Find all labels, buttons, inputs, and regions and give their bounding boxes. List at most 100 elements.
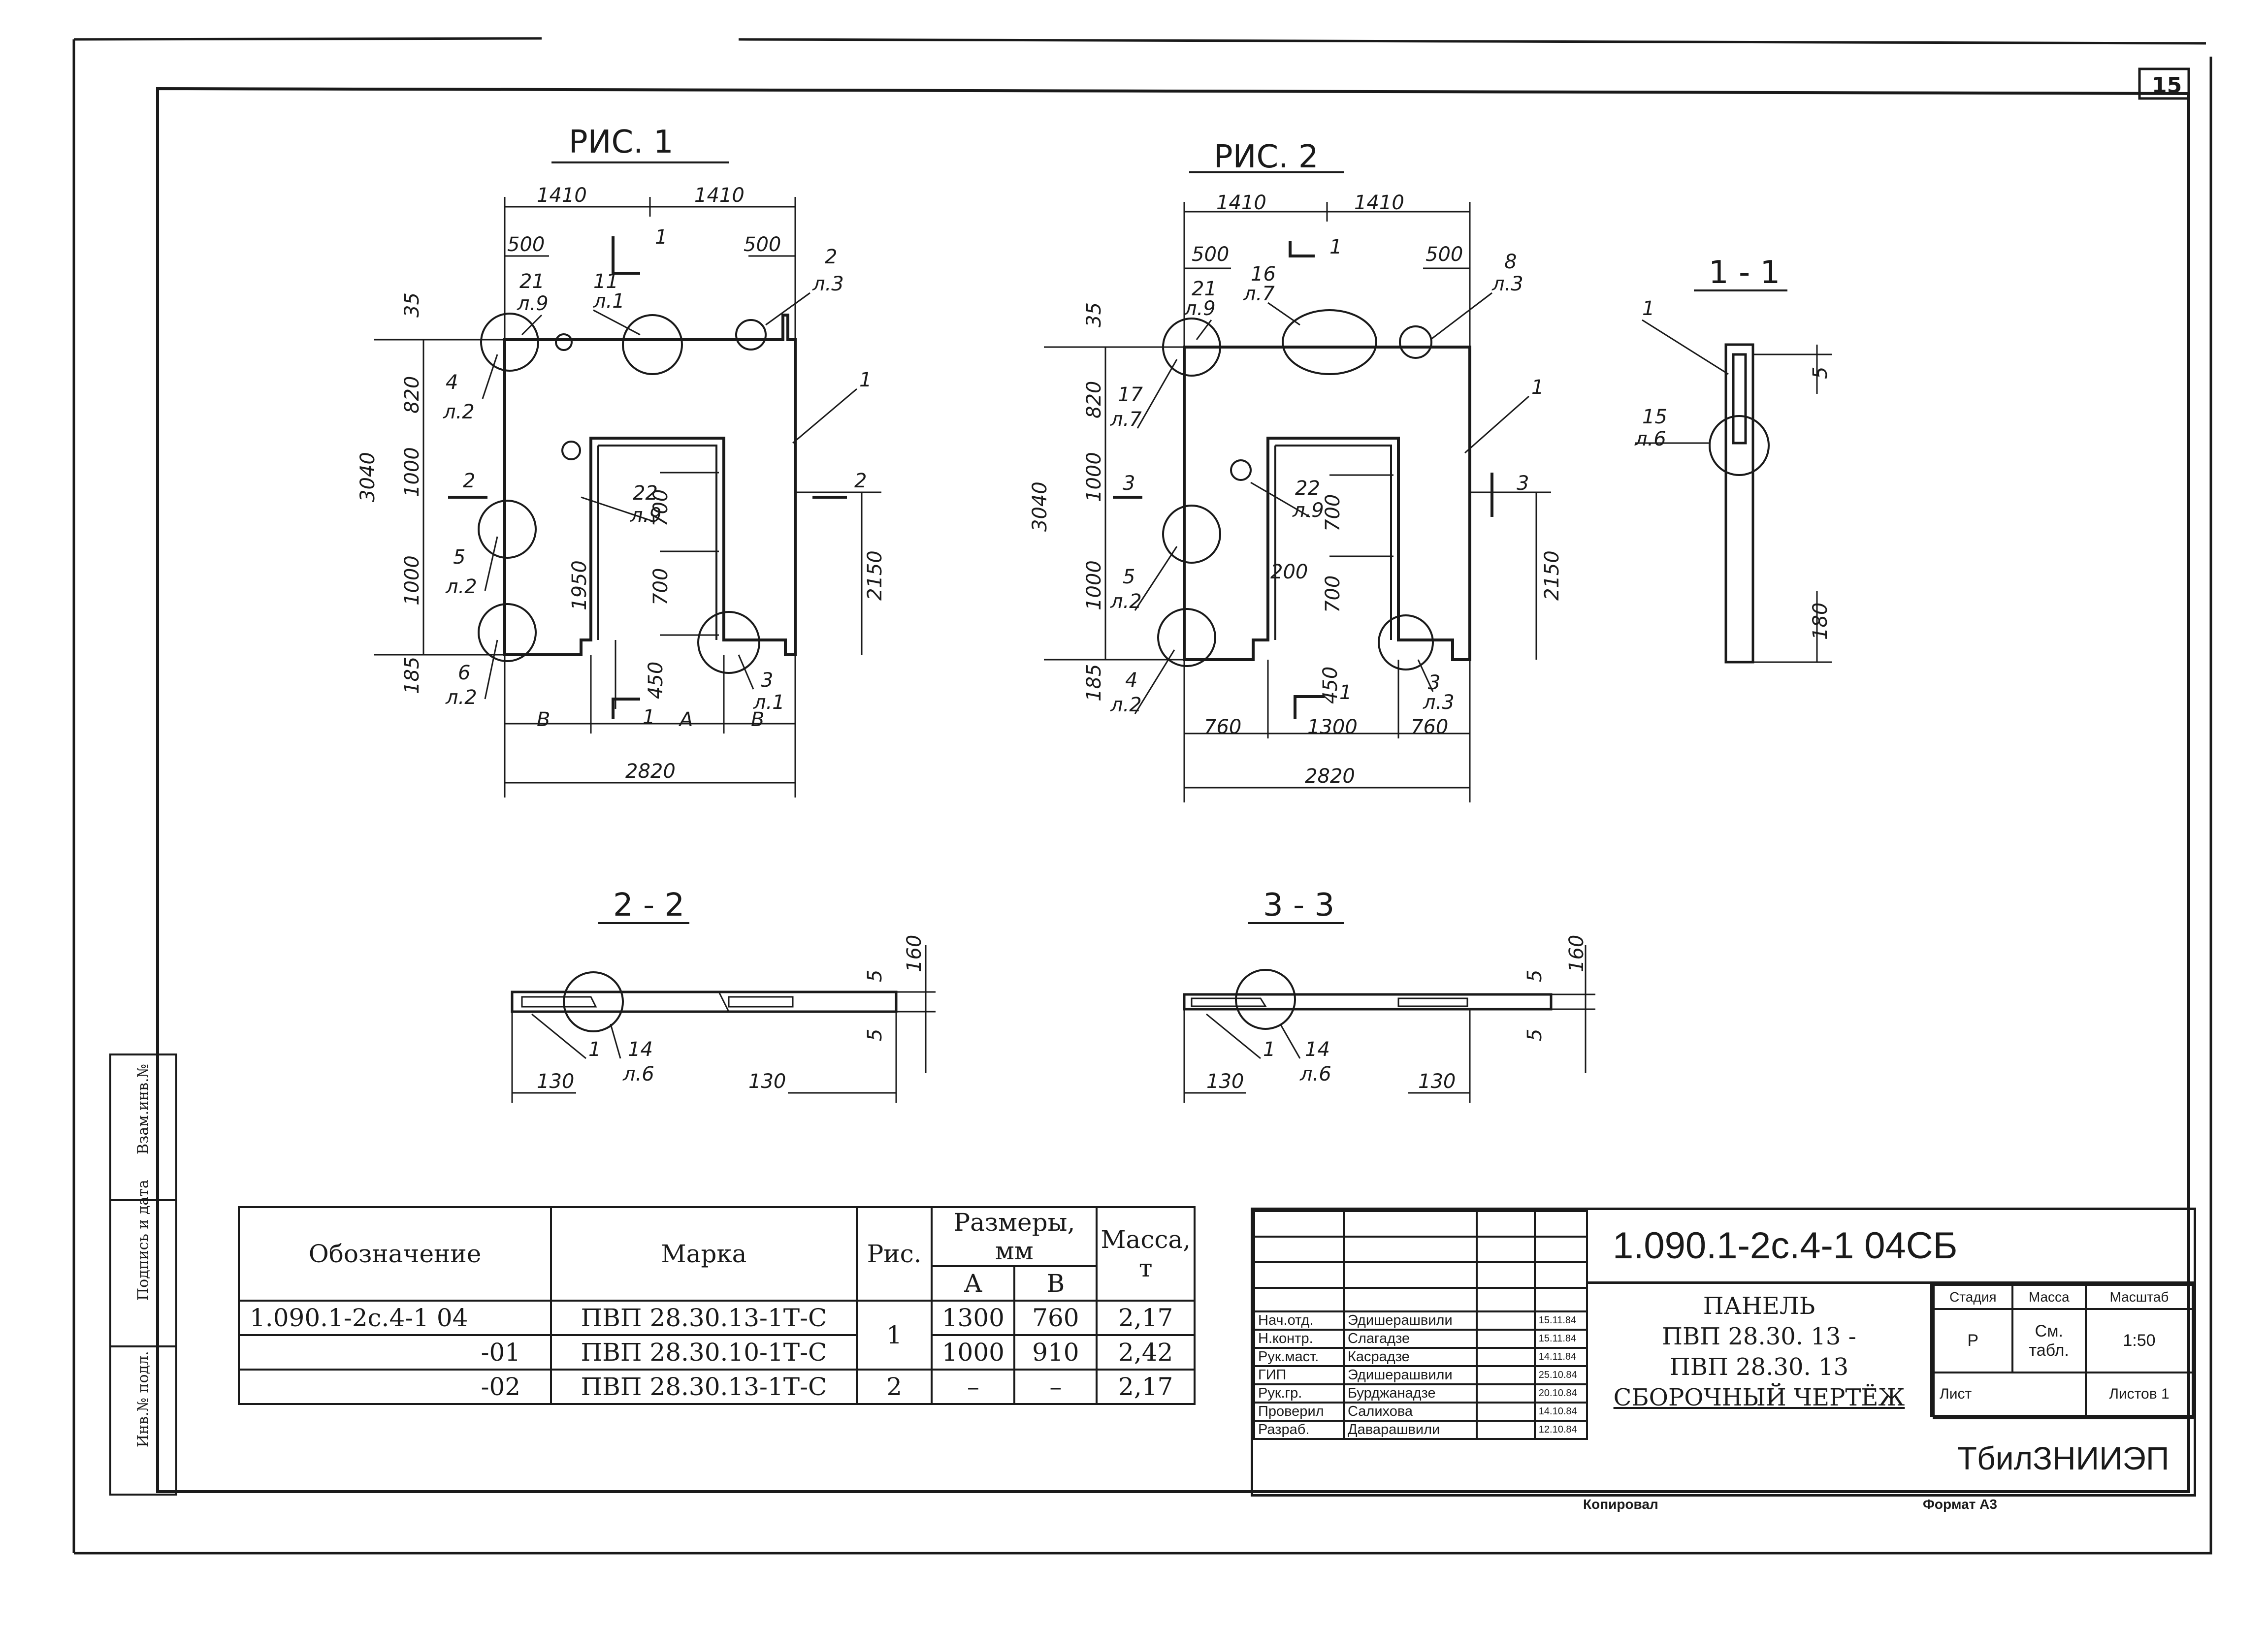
fig2-dim-500-left: 500 [1192, 243, 1229, 266]
fig2-callout-5: 5 [1123, 566, 1135, 588]
organization-name: ТбилЗНИИЭП [1933, 1417, 2194, 1497]
fig2-dim-700-a: 700 [1322, 494, 1344, 532]
fig2-callout-21-sheet: л.9 [1184, 297, 1216, 320]
side-stamp: Взам.инв.№ Подпись и дата Инв.№ подл. [109, 1053, 177, 1496]
signature-date: 15.11.84 [1533, 1310, 1588, 1331]
spec-cell-a: 1300 [931, 1300, 1016, 1336]
fig2-dim-1000-b: 1000 [1083, 560, 1105, 610]
figure-1: РИС. 1 1410 1410 500 500 3040 820 1000 1… [356, 124, 886, 798]
fig2-callout-5-sheet: л.2 [1110, 590, 1142, 613]
table-row: 1.090.1-2с.4-1 04 ПВП 28.30.13-1Т-С 1 13… [237, 1300, 1196, 1371]
fig1-dim-1000-a: 1000 [401, 447, 423, 497]
fig1-letter-a: А [678, 708, 693, 731]
spec-cell-designation: -01 [237, 1334, 552, 1371]
sec22-callout-1: 1 [588, 1038, 601, 1061]
fig1-callout-2-sheet: л.3 [812, 273, 844, 295]
stage-label: Стадия [1933, 1283, 2013, 1310]
side-stamp-cell: Подпись и дата [111, 1180, 175, 1347]
sec22-callout-14-sheet: л.6 [622, 1063, 654, 1085]
spec-header-mass: Масса, т [1096, 1206, 1196, 1302]
signature-date: 12.10.84 [1533, 1420, 1588, 1440]
fig1-callout-1: 1 [859, 369, 872, 391]
sec22-dim-5-bottom: 5 [864, 1029, 886, 1041]
signature-name: Касрадзе [1343, 1347, 1478, 1367]
table-row: -02 ПВП 28.30.13-1Т-С 2 – – 2,17 [237, 1369, 1196, 1405]
section-3-3: 3 - 3 130 130 5 160 5 1 14 л.6 [1183, 887, 1595, 1103]
sec33-dim-130-right: 130 [1418, 1070, 1456, 1093]
side-stamp-label: Инв.№ подл. [134, 1351, 152, 1447]
sec33-callout-1: 1 [1263, 1038, 1275, 1061]
signature-name: Бурджанадзе [1343, 1383, 1478, 1404]
fig1-section-mark-left: 2 [463, 470, 475, 492]
sheets-label: Листов 1 [2084, 1372, 2194, 1417]
signature-date: 20.10.84 [1533, 1383, 1588, 1404]
signature-role: Н.контр. [1253, 1329, 1345, 1349]
document-name-line: ПВП 28.30. 13 - [1662, 1323, 1856, 1350]
fig2-callout-3-sheet: л.3 [1423, 691, 1455, 714]
fig2-dim-760-right: 760 [1411, 716, 1448, 738]
table-row: -01 ПВП 28.30.10-1Т-С 1000 910 2,42 [237, 1334, 1196, 1371]
fig2-callout-17: 17 [1118, 383, 1143, 406]
fig1-section-mark-top: 1 [655, 226, 667, 249]
signature-date: 14.11.84 [1533, 1347, 1588, 1367]
sec22-dim-160: 160 [903, 935, 926, 972]
fig1-letter-b-left: В [537, 708, 550, 731]
fig2-callout-16-sheet: л.7 [1243, 283, 1275, 305]
sec22-dim-130-right: 130 [748, 1070, 786, 1093]
footer-copied: Копировал [1583, 1497, 1658, 1512]
fig2-title: РИС. 2 [1214, 139, 1319, 175]
spec-cell-b: 910 [1013, 1334, 1098, 1371]
fig1-callout-2: 2 [825, 246, 837, 268]
signature-role: ГИП [1253, 1365, 1345, 1385]
signature-role: Проверил [1253, 1402, 1345, 1422]
fig1-dim-185: 185 [401, 657, 423, 694]
fig1-dim-1950: 1950 [568, 560, 591, 610]
signature-name: Салихова [1343, 1402, 1478, 1422]
signature-name: Эдишерашвили [1343, 1310, 1478, 1331]
fig1-dim-35: 35 [401, 292, 423, 318]
sec22-dim-130-left: 130 [537, 1070, 574, 1093]
document-name: ПАНЕЛЬ ПВП 28.30. 13 - ПВП 28.30. 13 СБО… [1588, 1284, 1933, 1417]
fig2-dim-820: 820 [1083, 381, 1105, 418]
stage-table: Стадия Масса Масштаб Р См. табл. 1:50 Ли… [1933, 1283, 2194, 1417]
spec-cell-fig: 1 [855, 1300, 933, 1371]
fig2-callout-21: 21 [1192, 278, 1217, 300]
fig2-section-mark-right: 3 [1517, 472, 1529, 495]
fig1-section-mark-bottom: 1 [643, 706, 655, 729]
signature-role: Разраб. [1253, 1420, 1345, 1440]
sec11-dim-5: 5 [1809, 367, 1832, 379]
scale-label: Масштаб [2084, 1283, 2194, 1310]
fig1-callout-5: 5 [453, 546, 465, 569]
spec-header-sizes: Размеры, мм [931, 1206, 1098, 1267]
fig2-dim-450: 450 [1319, 667, 1342, 704]
fig1-letter-b-right: В [751, 708, 764, 731]
signature-name: Эдишерашвили [1343, 1365, 1478, 1385]
spec-cell-designation: 1.090.1-2с.4-1 04 [237, 1300, 552, 1336]
spec-header-a: А [931, 1265, 1016, 1302]
fig2-callout-16: 16 [1251, 263, 1276, 286]
stage-value: Р [1933, 1308, 2013, 1373]
sec11-callout-1: 1 [1642, 297, 1654, 320]
sheet-number: 15 [2152, 73, 2182, 98]
spec-cell-a: 1000 [931, 1334, 1016, 1371]
fig1-section-mark-right: 2 [854, 470, 867, 492]
fig2-dim-1000-a: 1000 [1083, 452, 1105, 502]
fig2-section-mark-left: 3 [1123, 472, 1135, 495]
sec33-dim-130-left: 130 [1206, 1070, 1244, 1093]
section-1-1: 1 - 1 5 180 1 15 л.6 [1634, 255, 1832, 664]
fig1-dim-2820: 2820 [625, 760, 676, 783]
signature-role: Рук.маст. [1253, 1347, 1345, 1367]
document-name-line: СБОРОЧНЫЙ ЧЕРТЁЖ [1613, 1384, 1905, 1411]
fig2-dim-200: 200 [1270, 561, 1308, 583]
side-stamp-label: Взам.инв.№ [134, 1064, 152, 1155]
fig1-callout-21: 21 [519, 270, 545, 293]
fig1-dim-820: 820 [401, 376, 423, 414]
fig2-dim-height: 3040 [1029, 481, 1051, 532]
mass-label: Масса [2011, 1283, 2087, 1310]
mass-value: См. табл. [2011, 1308, 2087, 1373]
fig2-section-mark-top: 1 [1329, 236, 1342, 258]
